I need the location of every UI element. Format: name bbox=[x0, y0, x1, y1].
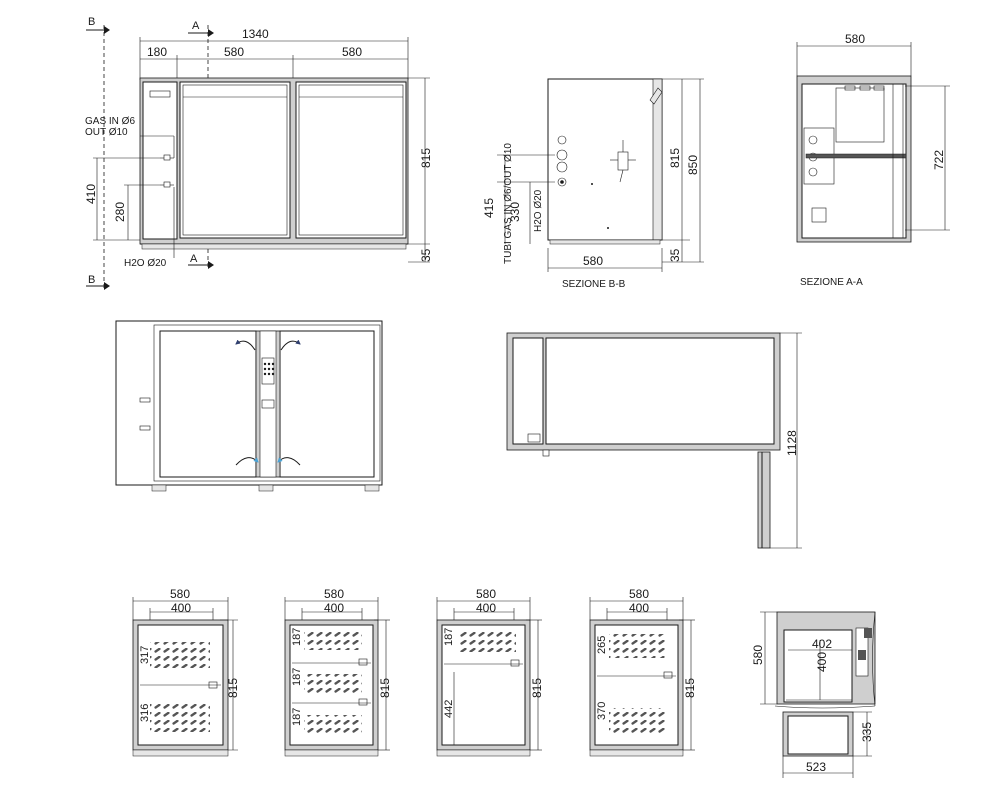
dim-580-aa: 580 bbox=[845, 32, 865, 46]
door-left bbox=[179, 81, 291, 239]
dim-1128: 1128 bbox=[785, 430, 799, 456]
drawer3-h1: 187 bbox=[443, 628, 455, 646]
airflow-arrow-out-right bbox=[280, 339, 301, 351]
section-bb-title: SEZIONE B-B bbox=[562, 279, 626, 290]
dim-280: 280 bbox=[113, 202, 127, 222]
dim-180: 180 bbox=[147, 45, 167, 59]
drawer-config-3: 580 400 815 187 442 bbox=[436, 587, 544, 757]
drawer2-h1: 187 bbox=[291, 628, 303, 646]
dim-580-bb: 580 bbox=[583, 254, 603, 268]
airflow-arrow-in-right bbox=[277, 457, 301, 466]
drawer-config-2: 580 400 815 187 187 187 bbox=[284, 587, 392, 757]
section-b-label-top: B bbox=[88, 16, 95, 28]
drawer4-h2: 370 bbox=[596, 702, 608, 720]
drawer3-total: 815 bbox=[530, 678, 544, 698]
drawer1-inner: 400 bbox=[171, 601, 191, 615]
dim-722: 722 bbox=[932, 150, 946, 170]
drawer1-h2: 316 bbox=[139, 704, 151, 722]
section-aa-title: SEZIONE A-A bbox=[800, 277, 863, 288]
drawer2-total: 815 bbox=[378, 678, 392, 698]
drawer-config-4: 580 400 815 265 370 bbox=[589, 587, 697, 757]
airflow-arrow-out-left bbox=[235, 339, 256, 351]
dim-580-a: 580 bbox=[224, 45, 244, 59]
dim-415: 415 bbox=[482, 198, 496, 218]
drawer4-total: 815 bbox=[683, 678, 697, 698]
drawer4-inner: 400 bbox=[629, 601, 649, 615]
dim-1340: 1340 bbox=[242, 27, 269, 41]
airflow-view bbox=[115, 320, 383, 492]
drawer1-h1: 317 bbox=[139, 646, 151, 664]
section-b-label-bottom: B bbox=[88, 274, 95, 286]
drawer3-width: 580 bbox=[476, 587, 496, 601]
drawer2-inner: 400 bbox=[324, 601, 344, 615]
water-label-bb: H2O Ø20 bbox=[533, 189, 544, 232]
plan-extension bbox=[757, 451, 771, 549]
section-bb-body bbox=[547, 78, 663, 241]
detail-335: 335 bbox=[860, 722, 874, 742]
dim-35-front: 35 bbox=[419, 248, 433, 262]
dim-35-bb: 35 bbox=[668, 248, 682, 262]
dim-330: 330 bbox=[508, 202, 522, 222]
drawer2-h3: 187 bbox=[291, 708, 303, 726]
section-a-label-bottom: A bbox=[190, 253, 198, 265]
drawer1-total: 815 bbox=[226, 678, 240, 698]
tubi-label: TUBI GAS IN Ø6/OUT Ø10 bbox=[503, 143, 514, 264]
control-dots bbox=[263, 362, 275, 376]
detail-523: 523 bbox=[806, 760, 826, 774]
section-bb-view: 815 850 35 580 SEZIONE B-B 415 330 TUBI … bbox=[482, 78, 704, 290]
drawer2-h2: 187 bbox=[291, 668, 303, 686]
detail-402: 402 bbox=[812, 637, 832, 651]
drawer4-width: 580 bbox=[629, 587, 649, 601]
detail-580: 580 bbox=[751, 645, 765, 665]
drawer2-width: 580 bbox=[324, 587, 344, 601]
dim-850-bb: 850 bbox=[686, 155, 700, 175]
plan-view: 1128 bbox=[506, 332, 802, 549]
drawer4-h1: 265 bbox=[596, 636, 608, 654]
section-aa-view: 580 722 SEZIONE A-A bbox=[796, 32, 950, 288]
gas-out-label: OUT Ø10 bbox=[85, 127, 128, 138]
section-a-label-top: A bbox=[192, 20, 200, 32]
dim-410: 410 bbox=[84, 184, 98, 204]
drawer3-inner: 400 bbox=[476, 601, 496, 615]
drawer3-h2: 442 bbox=[443, 700, 455, 718]
dim-815-bb: 815 bbox=[668, 148, 682, 168]
dim-815-front: 815 bbox=[419, 148, 433, 168]
drawer-detail-view: 402 400 580 335 523 bbox=[751, 611, 876, 778]
drawer1-width: 580 bbox=[170, 587, 190, 601]
front-view: B B A A 1340 180 580 580 bbox=[84, 16, 433, 290]
drawer-config-1: 580 400 815 317 316 bbox=[132, 587, 240, 757]
airflow-arrow-in-left bbox=[235, 457, 259, 466]
water-label-front: H2O Ø20 bbox=[124, 258, 167, 269]
gas-in-label: GAS IN Ø6 bbox=[85, 116, 135, 127]
detail-400: 400 bbox=[815, 652, 829, 672]
dim-580-b: 580 bbox=[342, 45, 362, 59]
door-right bbox=[295, 81, 407, 239]
